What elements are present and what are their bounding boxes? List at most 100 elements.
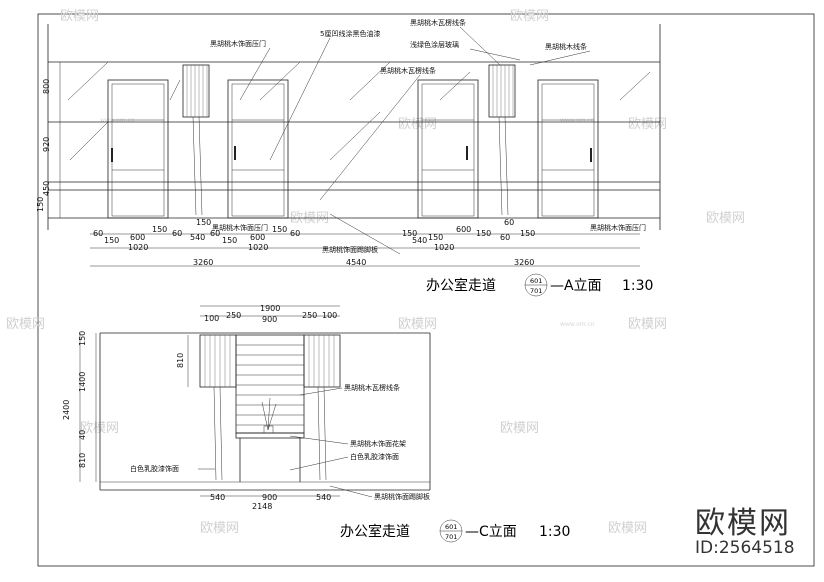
- svg-text:600: 600: [456, 225, 471, 234]
- svg-text:60: 60: [172, 229, 182, 238]
- fluted-panel: [182, 64, 210, 118]
- door-4: [537, 79, 599, 219]
- svg-text:150: 150: [152, 225, 167, 234]
- elevation-a-suffix: —A立面: [550, 278, 602, 294]
- note-glass: 浅绿色涂层玻璃: [410, 40, 459, 49]
- svg-text:600: 600: [250, 233, 265, 242]
- elevation-c-scale: 1:30: [539, 524, 570, 540]
- svg-text:150: 150: [520, 229, 535, 238]
- note-skirting: 黑胡桃饰面踢脚板: [322, 245, 378, 254]
- svg-text:4540: 4540: [346, 258, 366, 267]
- svg-text:100: 100: [322, 311, 337, 320]
- svg-text:150: 150: [222, 236, 237, 245]
- svg-text:2148: 2148: [252, 502, 272, 511]
- svg-text:1020: 1020: [434, 243, 454, 252]
- door-1: [107, 79, 169, 219]
- svg-text:540: 540: [316, 493, 331, 502]
- brand-logo: 欧模网: [695, 506, 791, 541]
- note-tile-strip: 黑胡桃木瓦楞线条: [344, 383, 400, 392]
- watermark-url: www.om.cn: [100, 117, 135, 124]
- note-flower-stand: 黑胡桃木饰面花架: [350, 439, 406, 448]
- elevation-a: 800 920 450 150 60 150 600 150 60 540 60…: [36, 18, 661, 297]
- note-tile-strip-mid: 黑胡桃木瓦楞线条: [380, 66, 436, 75]
- svg-text:40: 40: [78, 430, 87, 440]
- fluted-panel: [488, 64, 516, 118]
- note-door-press: 黑胡桃木饰面压门: [210, 39, 266, 48]
- svg-text:1020: 1020: [248, 243, 268, 252]
- svg-text:810: 810: [78, 453, 87, 468]
- svg-text:150: 150: [428, 233, 443, 242]
- note-door-press-right: 黑胡桃木饰面压门: [590, 223, 646, 232]
- flower-stand-shelf: [235, 432, 305, 439]
- fluted-panel: [303, 334, 341, 388]
- watermark-text: 欧模网: [6, 317, 45, 332]
- watermark-text: 欧模网: [706, 211, 745, 226]
- ref-top: 601: [445, 523, 457, 531]
- elevation-a-title: 办公室走道: [426, 277, 496, 294]
- svg-text:60: 60: [93, 229, 103, 238]
- watermark-text: 欧模网: [60, 9, 99, 24]
- handle-icon: [466, 146, 468, 160]
- svg-text:900: 900: [262, 315, 277, 324]
- plant-icon: [261, 397, 277, 431]
- door-2: [227, 79, 289, 219]
- svg-text:60: 60: [210, 229, 220, 238]
- svg-text:60: 60: [500, 233, 510, 242]
- dim-text: 450: [42, 181, 51, 196]
- svg-text:150: 150: [402, 229, 417, 238]
- watermark-text: 欧模网: [398, 317, 437, 332]
- svg-text:150: 150: [476, 229, 491, 238]
- note-door-frame: 黑胡桃木饰面压门: [212, 223, 268, 232]
- watermark-url: www.om.cn: [560, 321, 595, 328]
- svg-text:1900: 1900: [260, 304, 280, 313]
- svg-text:60: 60: [504, 218, 514, 227]
- note-skirting: 黑胡桃饰面踢脚板: [374, 492, 430, 501]
- fluted-panel: [199, 334, 237, 388]
- note-wood-strip: 黑胡桃木线条: [545, 42, 587, 51]
- dim-text: 920: [42, 137, 51, 152]
- svg-text:600: 600: [130, 233, 145, 242]
- watermark-text: 欧模网: [398, 117, 437, 132]
- note-white-paint-right: 白色乳胶漆饰面: [350, 452, 399, 461]
- ref-bottom: 701: [530, 287, 542, 295]
- dim-text: 800: [42, 79, 51, 94]
- watermark-text: 欧模网: [510, 9, 549, 24]
- vase-icon: [263, 425, 274, 434]
- handle-icon: [111, 148, 113, 162]
- ref-bottom: 701: [445, 533, 457, 541]
- elevation-c-title: 办公室走道: [340, 523, 410, 540]
- svg-text:900: 900: [262, 493, 277, 502]
- svg-text:3260: 3260: [193, 258, 213, 267]
- svg-text:250: 250: [302, 311, 317, 320]
- handle-icon: [234, 146, 236, 160]
- watermark-text: 欧模网: [628, 317, 667, 332]
- handle-icon: [590, 148, 592, 162]
- svg-text:60: 60: [290, 229, 300, 238]
- sheet-border: [37, 13, 815, 567]
- svg-text:540: 540: [190, 233, 205, 242]
- svg-text:540: 540: [210, 493, 225, 502]
- svg-text:2400: 2400: [62, 400, 71, 420]
- note-white-paint-left: 白色乳胶漆饰面: [130, 464, 179, 473]
- elevation-c-suffix: —C立面: [465, 524, 517, 540]
- central-panel: [235, 334, 305, 434]
- watermark-text: 欧模网: [80, 421, 119, 436]
- elevation-c: 1900 100 250 900 250 100 150 1400 40 810…: [62, 304, 570, 543]
- svg-text:3260: 3260: [514, 258, 534, 267]
- svg-text:150: 150: [272, 225, 287, 234]
- dim-text: 150: [36, 197, 45, 212]
- svg-text:540: 540: [412, 236, 427, 245]
- svg-text:250: 250: [226, 311, 241, 320]
- watermark-text: 欧模网: [608, 521, 647, 536]
- watermark-text: 欧模网: [628, 117, 667, 132]
- svg-text:150: 150: [196, 218, 211, 227]
- watermarks: 欧模网 欧模网 欧模网 欧模网 欧模网 欧模网 欧模网 欧模网 欧模网 欧模网 …: [6, 9, 745, 536]
- watermark-url: www.om.cn: [560, 117, 595, 124]
- watermark-text: 欧模网: [200, 521, 239, 536]
- elevation-a-scale: 1:30: [622, 278, 653, 294]
- svg-text:810: 810: [176, 353, 185, 368]
- svg-text:1020: 1020: [128, 243, 148, 252]
- note-groove: 5厘凹线涂黑色油漆: [320, 29, 380, 38]
- svg-text:100: 100: [204, 314, 219, 323]
